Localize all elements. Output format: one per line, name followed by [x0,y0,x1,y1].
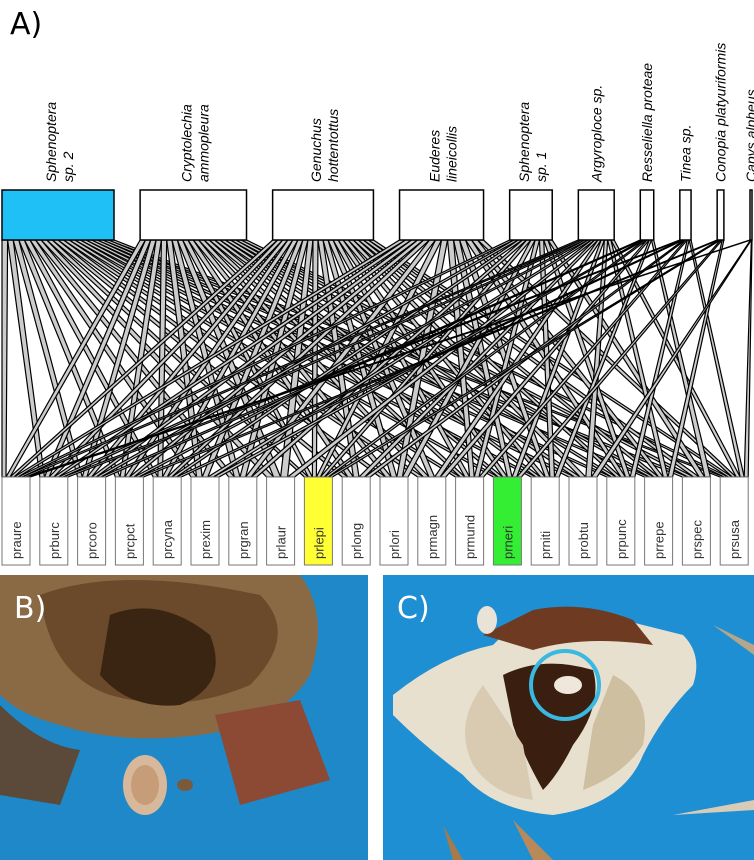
lower-node-label: prlong [349,523,364,559]
panel-c-label: C) [397,591,430,626]
lower-node-label: prspec [689,519,704,559]
lower-node-box [228,476,258,566]
upper-node-label: Genuchushottentottus [308,109,341,182]
lower-node-box [492,476,522,566]
upper-node-box [508,189,553,241]
panel-b-label: B) [14,591,47,626]
upper-node-label: Capys alpheus [743,89,754,182]
lower-node-label: prmund [463,515,478,559]
upper-node-label: Cryptolechiaammopleura [178,104,211,182]
lower-node-label: praure [9,521,24,559]
lower-node-label: prrepe [652,521,667,559]
highlight-circle [529,649,601,721]
lower-node-box [379,476,409,566]
lower-node-box [417,476,447,566]
lower-node-box [455,476,485,566]
upper-node-box [679,189,692,241]
bipartite-network-diagram: A) Sphenopterasp. 2 Cryptolechiaammopleur… [1,7,754,566]
lower-node-box [644,476,674,566]
lower-node-label: prcoro [85,522,100,559]
panel-a-label: A) [10,7,42,42]
upper-node-box [139,189,248,241]
lower-node-box [39,476,69,566]
upper-node-box [577,189,615,241]
lower-node-label: prmagn [425,515,440,559]
lower-node-box [606,476,636,566]
upper-node-box [749,189,753,241]
lower-nodes: praure prburc prcoro prcpct prcyna prexim prgr… [1,476,749,566]
upper-nodes: Sphenopterasp. 2 Cryptolechiaammopleura Ge… [1,43,754,241]
interaction-link [1,239,9,478]
lower-node-label: prexim [198,520,213,559]
photo-b-protea-seedhead: B) [0,575,368,860]
upper-node-label: Sphenopterasp. 1 [516,102,549,182]
interaction-link [743,239,753,478]
lower-node-label: prburc [47,522,62,559]
lower-node-box [152,476,182,566]
lower-node-box [681,476,711,566]
lower-node-label: prniti [538,531,553,559]
lower-node-label: prlori [387,530,402,559]
lower-node-label: prgran [236,521,251,559]
lower-node-box [341,476,371,566]
upper-node-box [271,189,375,241]
upper-node-box [639,189,655,241]
photo-c-protea-seedhead: C) [383,575,754,860]
lower-node-label: prcpct [122,523,137,559]
lower-node-label: prsusa [727,519,742,559]
lower-node-label: prcyna [160,519,175,559]
lower-node-label: probtu [576,522,591,559]
lower-node-box [77,476,107,566]
lower-node-box [114,476,144,566]
lower-node-box [266,476,296,566]
upper-node-box [1,189,115,241]
lower-node-box [530,476,560,566]
upper-node-label: Conopia platyuriformis [713,43,729,182]
lower-node-label: prpunc [614,519,629,559]
lower-node-box [303,476,333,566]
interaction-link [311,239,319,478]
lower-node-label: prlaur [274,525,289,559]
upper-node-label: Tinea sp. [677,125,693,182]
lower-node-label: prneri [500,526,515,559]
lower-node-box [568,476,598,566]
upper-node-box [398,189,485,241]
lower-node-label: prlepi [311,527,326,559]
lower-node-box [190,476,220,566]
upper-node-label: Resseliella proteae [639,63,655,182]
upper-node-box [716,189,725,241]
upper-node-label: Eudereslineicollis [427,126,460,182]
lower-node-box [719,476,749,566]
lower-node-box [1,476,31,566]
upper-node-label: Sphenopterasp. 2 [43,102,76,182]
interaction-links [1,239,753,478]
upper-node-label: Argyroploce sp. [588,85,604,183]
